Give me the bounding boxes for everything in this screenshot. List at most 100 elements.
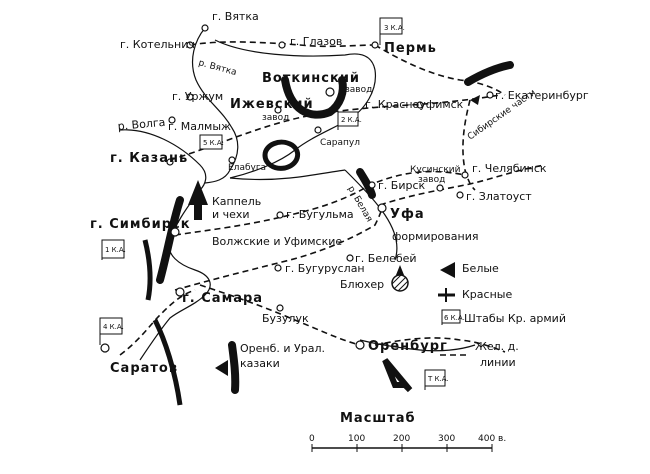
town-chelyabinsk: [461, 171, 469, 179]
flag-4ka-label: 4 К.А.: [103, 323, 124, 331]
flag-3ka: 3 К.А.: [379, 17, 405, 45]
label-buzuluk: Бузулук: [262, 312, 309, 325]
scale-tick-400: 400 в.: [478, 434, 506, 444]
label-glazov: г. Глазов: [290, 35, 342, 48]
front-birsk: [356, 168, 376, 199]
scale-tick-100: 100: [348, 434, 365, 444]
town-kazan: [166, 158, 174, 166]
rail-perm-ekaterinburg: [374, 44, 506, 96]
town-saratov: [100, 343, 110, 353]
volga-river-upper: [119, 129, 207, 191]
towns: [100, 24, 494, 353]
arrows: [188, 95, 480, 393]
front-orenburg: [228, 341, 240, 394]
red-front-saratov: [152, 318, 183, 406]
town-kotelnich: [186, 41, 194, 49]
legend: Белые Красные 6 К.А. Штабы Кр. армий Жел…: [438, 262, 566, 369]
arrow-orenburg-sw: [382, 358, 413, 393]
legend-white: Белые: [462, 262, 499, 275]
label-perm: Пермь: [384, 41, 437, 56]
rail-samara-orenburg: [199, 284, 361, 346]
label-belebey: г. Белебей: [355, 252, 417, 265]
scale-title: Масштаб: [340, 411, 416, 426]
town-buguruslan: [274, 264, 282, 272]
town-votkinsk: [325, 87, 335, 97]
town-zlatoust: [456, 191, 464, 199]
rail-ufa-chelyabinsk: [379, 164, 546, 206]
town-birsk: [368, 181, 376, 189]
label-river-vyatka: р. Вятка: [197, 58, 237, 78]
label-izhevsky2: завод: [262, 113, 289, 123]
label-saratov: Саратов: [110, 361, 178, 376]
flag-1ka-label: 1 К.А.: [105, 246, 126, 254]
label-simbirsk: г. Симбирск: [90, 217, 191, 232]
red-fronts: [142, 139, 301, 406]
legend-hq-flag: 6 К.А.: [444, 314, 465, 322]
arrow-red-ekb: [470, 95, 480, 105]
label-birsk: г. Бирск: [378, 179, 425, 192]
front-ekaterinburg: [464, 61, 514, 86]
flag-5ka: 5 К.А.: [199, 134, 224, 150]
legend-rail1: Жел. д.: [475, 340, 519, 353]
label-votkinsky: Воткинский: [262, 71, 360, 86]
town-orenburg: [355, 340, 365, 350]
label-kappel: Каппель: [212, 195, 261, 208]
town-izhevsk: [274, 106, 282, 114]
label-malmyzh: г. Малмыж: [168, 120, 231, 133]
town-ufa: [377, 203, 387, 213]
flag-4ka: 4 К.А.: [99, 317, 124, 345]
label-ufa: Уфа: [390, 207, 425, 222]
scale-tick-0: 0: [309, 434, 315, 444]
legend-hq: Штабы Кр. армий: [464, 312, 566, 325]
bluher-marker: [391, 265, 409, 292]
city-labels: г. Вятка г. Котельнич г. Глазов Пермь Во…: [90, 10, 589, 376]
scale-bar: Масштаб 0 100 200 300 400 в.: [309, 411, 506, 452]
label-chekhi: и чехи: [212, 208, 250, 221]
label-kotelnich: г. Котельнич: [120, 38, 195, 51]
label-buguruslan: г. Бугуруслан: [285, 262, 365, 275]
front-votkinsk: [281, 76, 347, 119]
belaya-river: [344, 169, 398, 261]
front-simbirsk: [156, 196, 184, 284]
town-krasnoufimsk: [416, 101, 424, 109]
label-urzhum: г. Уржум: [172, 90, 223, 103]
legend-rail2: линии: [480, 356, 516, 369]
label-kazan: г. Казань: [110, 151, 188, 166]
rail-samara-ufa: [174, 204, 383, 291]
label-votkinsky2: завод: [345, 85, 372, 95]
red-front-kazan: [262, 139, 301, 171]
label-izhevsky: Ижевский: [230, 97, 314, 112]
label-orenb: Оренб. и Урал.: [240, 342, 325, 355]
town-perm: [371, 41, 379, 49]
flag-5ka-label: 5 К.А.: [203, 139, 224, 147]
label-sarapul: Сарапул: [320, 138, 360, 148]
town-elabuga: [228, 156, 236, 164]
label-samara: г. Самара: [182, 291, 263, 306]
hq-flags: 3 К.А. 2 К.А. 5 К.А. 1 К.А. 4 К.А. Т К.А…: [99, 17, 449, 390]
label-zlatoust: г. Златоуст: [466, 190, 532, 203]
flag-1ka: 1 К.А.: [101, 239, 126, 260]
town-samara: [175, 287, 185, 297]
town-kusinsky: [436, 184, 444, 192]
label-volzhskie: Волжские и Уфимские: [212, 235, 342, 248]
legend-red: Красные: [462, 288, 512, 301]
flag-3ka-label: 3 К.А.: [384, 24, 405, 32]
scale-tick-300: 300: [438, 434, 455, 444]
legend-white-symbol: [440, 262, 455, 278]
label-krasnoufimsk: г. Красноуфимск: [365, 98, 464, 111]
scale-tick-200: 200: [393, 434, 410, 444]
town-simbirsk: [170, 227, 180, 237]
town-urzhum: [186, 93, 194, 101]
label-chelyabinsk: г. Челябинск: [472, 162, 547, 175]
rail-ekaterinburg-chelyabinsk: [462, 99, 476, 191]
label-ekaterinburg: г. Екатеринбург: [495, 89, 589, 102]
rail-orenburg-east: [374, 337, 506, 353]
town-buzuluk: [276, 304, 284, 312]
rail-simbirsk-ufa: [174, 170, 466, 236]
label-river-volga: р. Волга: [117, 116, 166, 133]
arrow-kappel: [188, 180, 208, 220]
town-malmyzh: [168, 116, 176, 124]
rail-kotelnich-perm: [189, 41, 376, 48]
